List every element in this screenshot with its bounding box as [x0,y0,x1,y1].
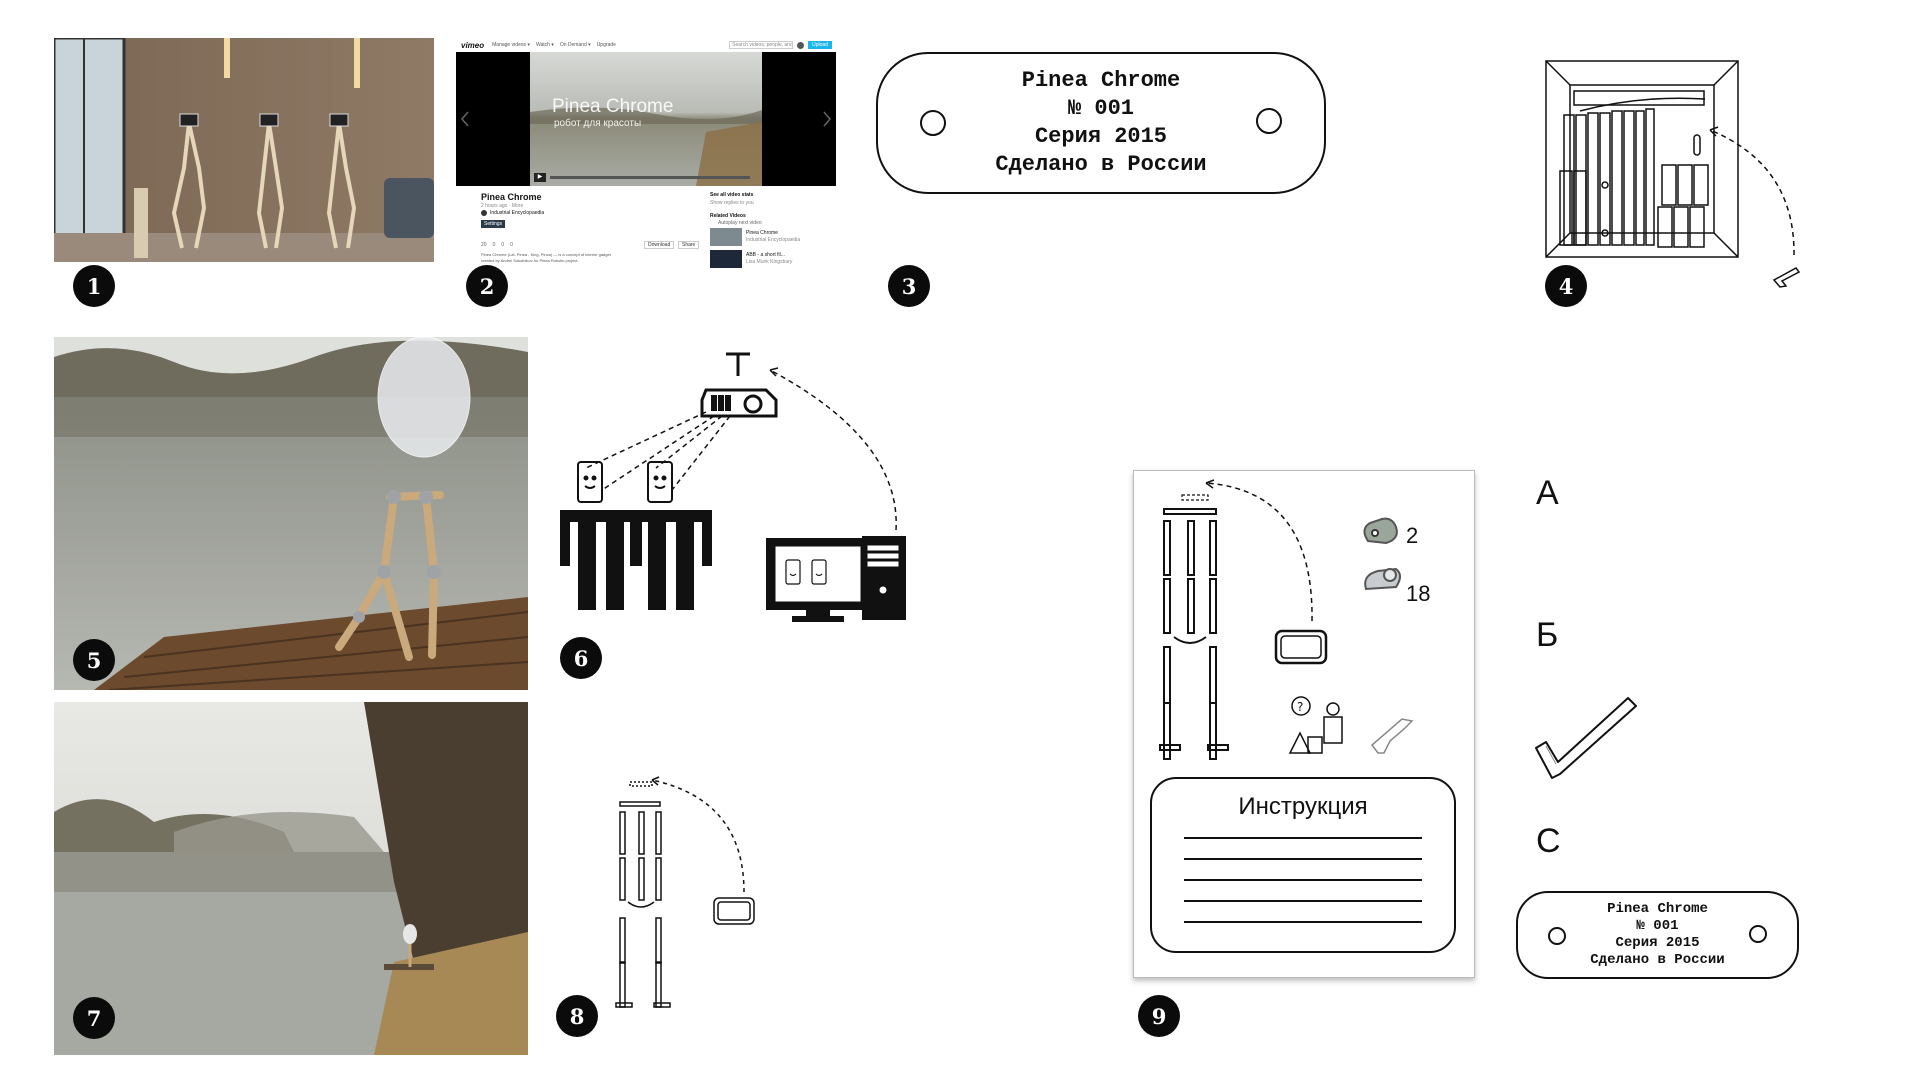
vimeo-download-button[interactable]: Download [644,241,675,249]
photo-robot-on-pier [54,337,528,690]
vimeo-stats-sub: Show replies to you [710,200,754,206]
vimeo-related-author: Industrial Encyclopaedia [746,237,801,243]
plate-line-3: Серия 2015 [1034,124,1168,149]
photo-lake-wide [54,702,528,1055]
vimeo-nav-ondemand[interactable]: On Demand ▾ [559,42,591,48]
legend-letter-b: Б [1536,616,1559,654]
plate-small-line-1: Pinea Chrome [1607,901,1708,917]
projector-setup-diagram [556,350,916,625]
legend-letter-c: С [1536,822,1561,860]
badge-8: 8 [556,995,598,1037]
instruction-lines [1184,837,1422,942]
vimeo-related-title: Pinea Chrome [746,230,778,236]
vimeo-author-avatar [481,210,487,216]
plate-line-2: № 001 [1067,96,1134,121]
instruction-box: Инструкция [1150,777,1456,953]
vimeo-settings-button[interactable]: Settings [481,220,506,228]
vimeo-upload-button[interactable]: Upload [808,41,832,49]
vimeo-next-arrow[interactable] [823,111,831,127]
vimeo-meta: 2 hours ago · More [481,203,524,209]
name-plate-small: Pinea Chrome № 001 Серия 2015 Сделано в … [1516,891,1799,979]
vimeo-description: Pinea Chrome (Lat. Pinea - King, Pinus) … [481,252,611,263]
plate-small-line-4: Сделано в России [1590,952,1725,968]
plate-hole-right [1256,108,1282,134]
parts-layout-drawing [604,770,764,1010]
vimeo-author[interactable]: Industrial Encyclopaedia [481,210,544,216]
vimeo-player[interactable]: Pinea Chrome робот для красоты ▶ [456,52,836,186]
badge-5: 5 [73,639,115,681]
hex-key-icon [1530,690,1640,782]
instruction-sheet: ? 2 18 Инструкция [1133,470,1475,978]
vimeo-progress-bar[interactable] [550,176,750,179]
connector-count-a: 2 [1406,523,1419,548]
vimeo-nav-upgrade[interactable]: Upgrade [596,42,616,48]
vimeo-video-title: Pinea Chrome [552,96,674,117]
vimeo-author-name: Industrial Encyclopaedia [490,210,545,216]
vimeo-count-collections: 0 [501,242,505,248]
vimeo-stats-heading[interactable]: See all video stats [710,192,754,198]
vimeo-screenshot: vimeo Manage videos ▾ Watch ▾ On Demand … [456,38,836,274]
badge-2: 2 [466,265,508,307]
badge-3: 3 [888,265,930,307]
badge-7: 7 [73,997,115,1039]
name-plate: Pinea Chrome № 001 Серия 2015 Сделано в … [876,52,1326,194]
vimeo-video-subtitle: робот для красоты [554,118,642,129]
badge-9: 9 [1138,995,1180,1037]
vimeo-related-heading: Related Videos [710,213,746,219]
plate-line-1: Pinea Chrome [1021,68,1181,93]
vimeo-logo[interactable]: vimeo [461,40,485,50]
badge-6: 6 [560,637,602,679]
vimeo-prev-arrow[interactable] [461,111,469,127]
plate-small-hole-left [1548,927,1566,945]
plate-small-line-3: Серия 2015 [1615,935,1700,951]
svg-text:?: ? [1297,700,1303,714]
plate-small-hole-right [1749,925,1767,943]
vimeo-count-likes: 0 [492,242,496,248]
plate-line-4: Сделано в России [995,152,1207,177]
vimeo-avatar[interactable] [797,41,805,49]
vimeo-topbar: vimeo Manage videos ▾ Watch ▾ On Demand … [456,38,836,53]
vimeo-related-title: ABB - a short fil... [746,252,785,258]
vimeo-related-thumb [710,228,742,246]
vimeo-related-item[interactable]: Pinea Chrome Industrial Encyclopaedia [710,228,830,246]
photo-robots-room [54,38,434,262]
vimeo-share-button[interactable]: Share [678,241,700,249]
packed-box-drawing [1540,55,1840,305]
connector-count-b: 18 [1406,581,1431,606]
plate-small-line-2: № 001 [1636,918,1679,934]
vimeo-nav-manage[interactable]: Manage videos ▾ [492,42,530,48]
legend-letter-a: А [1536,474,1559,512]
vimeo-count-comments: 0 [510,242,513,248]
vimeo-play-button[interactable]: ▶ [534,173,546,182]
vimeo-count-plays: 20 [481,242,487,248]
badge-1: 1 [73,265,115,307]
vimeo-counts: 20 0 0 0 [481,242,513,248]
vimeo-related-thumb [710,250,742,268]
vimeo-nav-watch[interactable]: Watch ▾ [535,42,554,48]
vimeo-related-item[interactable]: ABB - a short fil... Lisa Munk Kingsbury [710,250,830,268]
vimeo-search-input[interactable]: Search videos, people, and more [729,41,794,49]
plate-hole-left [920,110,946,136]
badge-4: 4 [1545,265,1587,307]
vimeo-related-author: Lisa Munk Kingsbury [746,259,793,265]
vimeo-autoplay[interactable]: Autoplay next video [718,220,762,226]
vimeo-page-title: Pinea Chrome [481,192,542,202]
instruction-title: Инструкция [1238,793,1368,820]
